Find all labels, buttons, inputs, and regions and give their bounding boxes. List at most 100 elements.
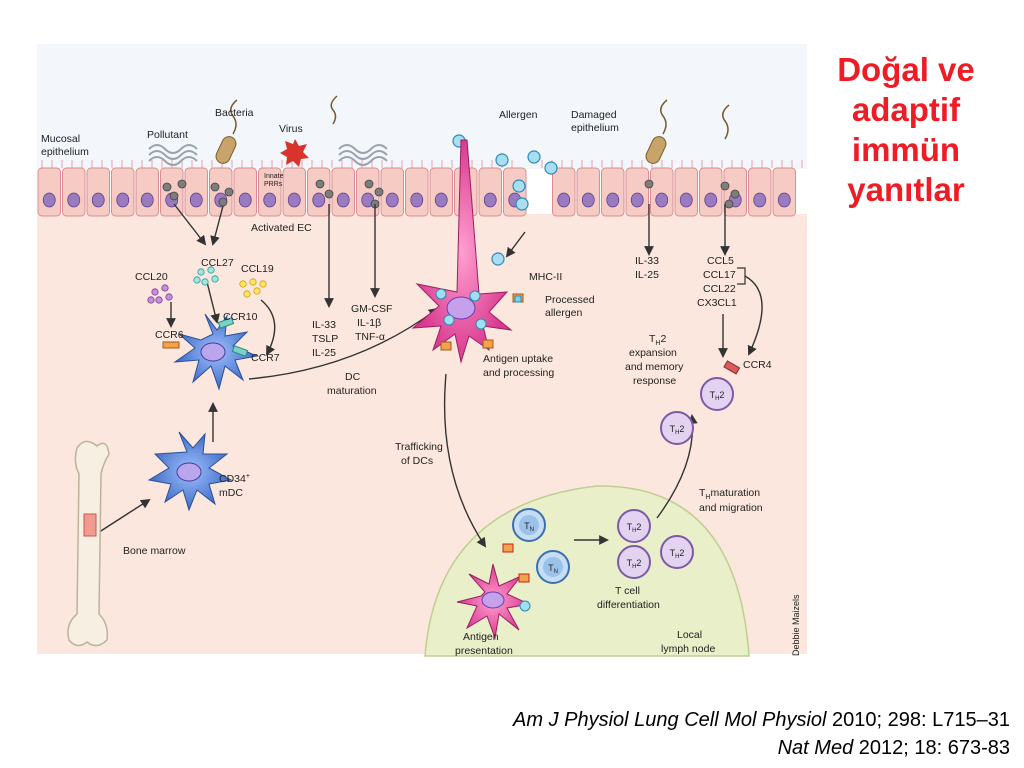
- label-il33-il25-2: IL-25: [635, 269, 659, 281]
- th2-cell-label: TH2: [670, 424, 685, 436]
- label-processed-allergen-2: allergen: [545, 307, 583, 319]
- cell-nucleus: [655, 192, 669, 208]
- cell-nucleus: [312, 192, 326, 208]
- cell-nucleus: [385, 192, 399, 208]
- epithelial-cell: [405, 167, 429, 217]
- cell-nucleus: [287, 192, 301, 208]
- epithelial-cell: [282, 167, 306, 217]
- reference-1: Am J Physiol Lung Cell Mol Physiol 2010;…: [513, 706, 1010, 734]
- cell-nucleus: [336, 192, 350, 208]
- label-ccr6: CCR6: [155, 329, 184, 341]
- cell-nucleus: [704, 192, 718, 208]
- label-th2-maturation-title: THmaturation: [699, 487, 760, 501]
- epithelial-cell: [135, 167, 159, 217]
- epithelial-cell: [380, 167, 404, 217]
- cell-nucleus: [263, 192, 277, 208]
- label-chemokine-4: CX3CL1: [697, 297, 737, 309]
- allergen-particles: [452, 134, 558, 266]
- epithelial-cell: [331, 167, 355, 217]
- label-il33-tslp-1: IL-33: [312, 319, 336, 331]
- epithelial-cell: [625, 167, 649, 217]
- epithelial-cell: [576, 167, 600, 217]
- label-mucosal-epithelium-1: Mucosal: [41, 133, 80, 145]
- chemokine-bracket: [737, 267, 746, 285]
- epithelial-cell: [478, 167, 502, 217]
- label-antigen-uptake-2: and processing: [483, 367, 554, 379]
- cell-nucleus: [140, 192, 154, 208]
- dendritic-cell-immature: [162, 313, 259, 391]
- th2-cell-label: TH2: [627, 522, 642, 534]
- label-bone-marrow: Bone marrow: [123, 545, 186, 557]
- naive-t-cell-label: TN: [548, 563, 558, 575]
- ccl19-dots: [239, 278, 267, 298]
- cell-nucleus: [42, 192, 56, 208]
- label-ccl19: CCL19: [241, 263, 274, 275]
- label-th2-expansion-1: expansion: [629, 347, 677, 359]
- label-trafficking-1: Trafficking: [395, 441, 443, 453]
- label-ccr7: CCR7: [251, 352, 280, 364]
- dendritic-cell-lymph-node: [456, 543, 531, 640]
- cell-nucleus: [91, 192, 105, 208]
- cell-nucleus: [753, 192, 767, 208]
- pollutant-particles: [162, 179, 740, 209]
- cell-nucleus: [557, 192, 571, 208]
- bacteria-icon: [215, 99, 730, 164]
- label-chemokine-2: CCL17: [703, 269, 736, 281]
- epithelial-cell: [772, 167, 796, 217]
- label-gmcsf-1: GM-CSF: [351, 303, 392, 315]
- label-activated-ec: Activated EC: [251, 222, 312, 234]
- dendritic-cell-mature: [411, 139, 524, 364]
- ccl27-dots: [193, 266, 219, 286]
- slide-title-line-4: yanıtlar: [847, 171, 965, 208]
- epithelial-cell: [699, 167, 723, 217]
- reference-2-details: 2012; 18: 673-83: [853, 737, 1010, 759]
- slide-title: Doğal ve adaptif immün yanıtlar: [806, 50, 1006, 210]
- label-antigen-presentation-1: Antigen: [463, 631, 499, 643]
- naive-t-cell: [512, 508, 570, 584]
- cell-nucleus: [434, 192, 448, 208]
- th2-cell: [617, 360, 741, 579]
- epithelial-cell: [111, 167, 135, 217]
- immune-response-diagram: Mucosal epithelium Pollutant Bacteria Vi…: [37, 44, 807, 657]
- virus-icon: [280, 95, 338, 167]
- reference-2-journal: Nat Med: [777, 737, 854, 759]
- cell-nucleus: [581, 192, 595, 208]
- label-th2-expansion-2: and memory: [625, 361, 684, 373]
- epithelial-cell: [552, 167, 576, 217]
- label-t-cell-diff-2: differentiation: [597, 599, 660, 611]
- epithelial-cell: [62, 167, 86, 217]
- label-innate-prrs-1: Innate: [264, 173, 284, 180]
- ccl20-dots: [147, 284, 173, 304]
- naive-t-cell-label: TN: [524, 521, 534, 533]
- label-trafficking-2: of DCs: [401, 455, 433, 467]
- th2-cell-label: TH2: [627, 558, 642, 570]
- cell-nucleus: [116, 192, 130, 208]
- label-damaged-epithelium-2: epithelium: [571, 122, 619, 134]
- label-bacteria: Bacteria: [215, 107, 254, 119]
- cell-nucleus: [777, 192, 791, 208]
- epithelial-cell: [258, 167, 282, 217]
- bone-icon: [67, 440, 110, 647]
- label-ccl20: CCL20: [135, 271, 168, 283]
- cell-nucleus: [630, 192, 644, 208]
- label-artist-credit: Debbie Maizels: [791, 594, 801, 656]
- label-il33-il25-1: IL-33: [635, 255, 659, 267]
- cd34-mdc-cell: [147, 431, 233, 512]
- reference-1-details: 2010; 298: L715–31: [826, 709, 1010, 731]
- epithelial-cell: [748, 167, 772, 217]
- epithelial-cell: [37, 167, 61, 217]
- label-dc-maturation-2: maturation: [327, 385, 377, 397]
- epithelial-cell: [650, 167, 674, 217]
- cell-nucleus: [483, 192, 497, 208]
- cell-nucleus: [238, 192, 252, 208]
- label-t-cell-diff-1: T cell: [615, 585, 640, 597]
- slide-title-line-2: adaptif: [851, 91, 961, 128]
- pollutant-icon: [148, 144, 388, 166]
- label-chemokine-1: CCL5: [707, 255, 734, 267]
- label-mucosal-epithelium-2: epithelium: [41, 146, 89, 158]
- label-dc-maturation-1: DC: [345, 371, 361, 383]
- label-ccr10: CCR10: [223, 311, 258, 323]
- label-il33-tslp-3: IL-25: [312, 347, 336, 359]
- label-local-lymph-node-1: Local: [677, 629, 702, 641]
- label-ccl27: CCL27: [201, 257, 234, 269]
